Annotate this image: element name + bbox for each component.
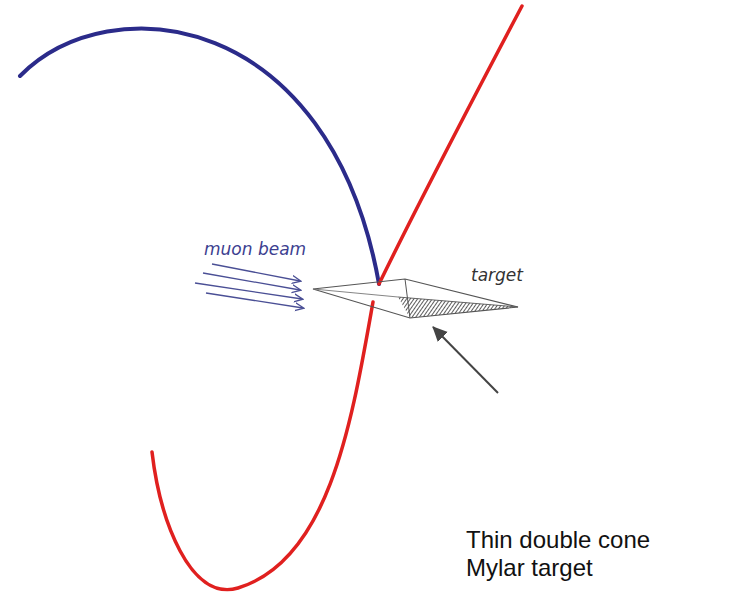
positron-track xyxy=(20,29,379,284)
electron-track xyxy=(152,302,373,590)
target-label: target xyxy=(471,266,523,286)
beam-arrows xyxy=(195,264,303,308)
leader-arrow xyxy=(433,327,498,393)
electron-track xyxy=(379,6,522,284)
beam-label: muon beam xyxy=(204,240,306,260)
callout-label: Thin double cone Mylar target xyxy=(466,526,686,581)
